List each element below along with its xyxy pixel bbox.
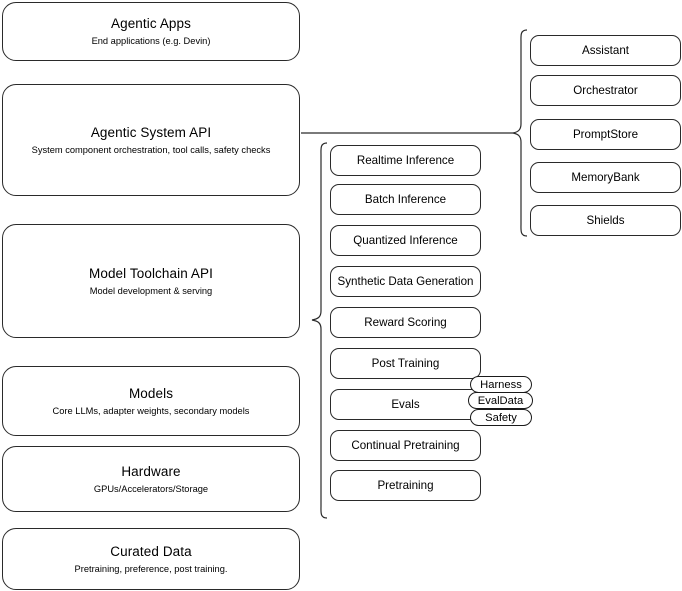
component-box-orchestrator[interactable]: Orchestrator [530,75,681,106]
component-label: PromptStore [572,128,639,141]
component-box-memorybank[interactable]: MemoryBank [530,162,681,193]
capability-label: Evals [391,398,420,411]
capability-box-continual-pretraining[interactable]: Continual Pretraining [330,430,481,461]
capability-box-reward-scoring[interactable]: Reward Scoring [330,307,481,338]
capability-box-post-training[interactable]: Post Training [330,348,481,379]
capability-label: Realtime Inference [356,154,455,167]
eval-badge-safety[interactable]: Safety [470,409,532,426]
component-box-promptstore[interactable]: PromptStore [530,119,681,150]
eval-badge-label: Safety [485,411,517,424]
layer-subtitle: System component orchestration, tool cal… [31,144,271,155]
component-box-shields[interactable]: Shields [530,205,681,236]
capability-label: Synthetic Data Generation [337,275,474,288]
capability-box-pretraining[interactable]: Pretraining [330,470,481,501]
eval-badge-harness[interactable]: Harness [470,376,532,393]
layer-subtitle: Pretraining, preference, post training. [74,563,228,574]
layer-box-hardware[interactable]: Hardware GPUs/Accelerators/Storage [2,446,300,512]
layer-box-models[interactable]: Models Core LLMs, adapter weights, secon… [2,366,300,436]
capability-box-quantized-inference[interactable]: Quantized Inference [330,225,481,256]
component-label: Assistant [581,44,630,57]
layer-title: Model Toolchain API [89,265,213,281]
layer-subtitle: GPUs/Accelerators/Storage [93,483,209,494]
layer-box-curated-data[interactable]: Curated Data Pretraining, preference, po… [2,528,300,590]
capability-box-realtime-inference[interactable]: Realtime Inference [330,145,481,176]
layer-subtitle: Core LLMs, adapter weights, secondary mo… [52,405,250,416]
brace-toolchain-capabilities [311,142,328,519]
eval-badge-label: Harness [480,378,522,391]
component-label: Orchestrator [573,84,638,97]
brace-system-components [512,29,528,237]
layer-subtitle: Model development & serving [89,285,213,296]
capability-box-batch-inference[interactable]: Batch Inference [330,184,481,215]
layer-box-agentic-system-api[interactable]: Agentic System API System component orch… [2,84,300,196]
component-label: MemoryBank [571,171,640,184]
layer-box-agentic-apps[interactable]: Agentic Apps End applications (e.g. Devi… [2,2,300,61]
layer-title: Hardware [121,463,181,479]
capability-box-evals[interactable]: Evals [330,389,481,420]
layer-box-model-toolchain-api[interactable]: Model Toolchain API Model development & … [2,224,300,338]
layer-title: Models [128,385,174,401]
layer-title: Curated Data [110,543,192,559]
component-box-assistant[interactable]: Assistant [530,35,681,66]
layer-title: Agentic Apps [110,16,191,31]
capability-label: Quantized Inference [353,234,458,247]
eval-badge-evaldata[interactable]: EvalData [468,392,533,409]
layer-title: Agentic System API [90,124,212,140]
capability-label: Post Training [371,357,440,370]
capability-label: Continual Pretraining [351,439,460,452]
capability-label: Pretraining [377,479,434,492]
component-label: Shields [586,214,625,227]
layer-subtitle: End applications (e.g. Devin) [91,36,211,46]
capability-box-synthetic-data-generation[interactable]: Synthetic Data Generation [330,266,481,297]
capability-label: Reward Scoring [364,316,447,329]
eval-badge-label: EvalData [477,394,524,407]
capability-label: Batch Inference [364,193,447,206]
